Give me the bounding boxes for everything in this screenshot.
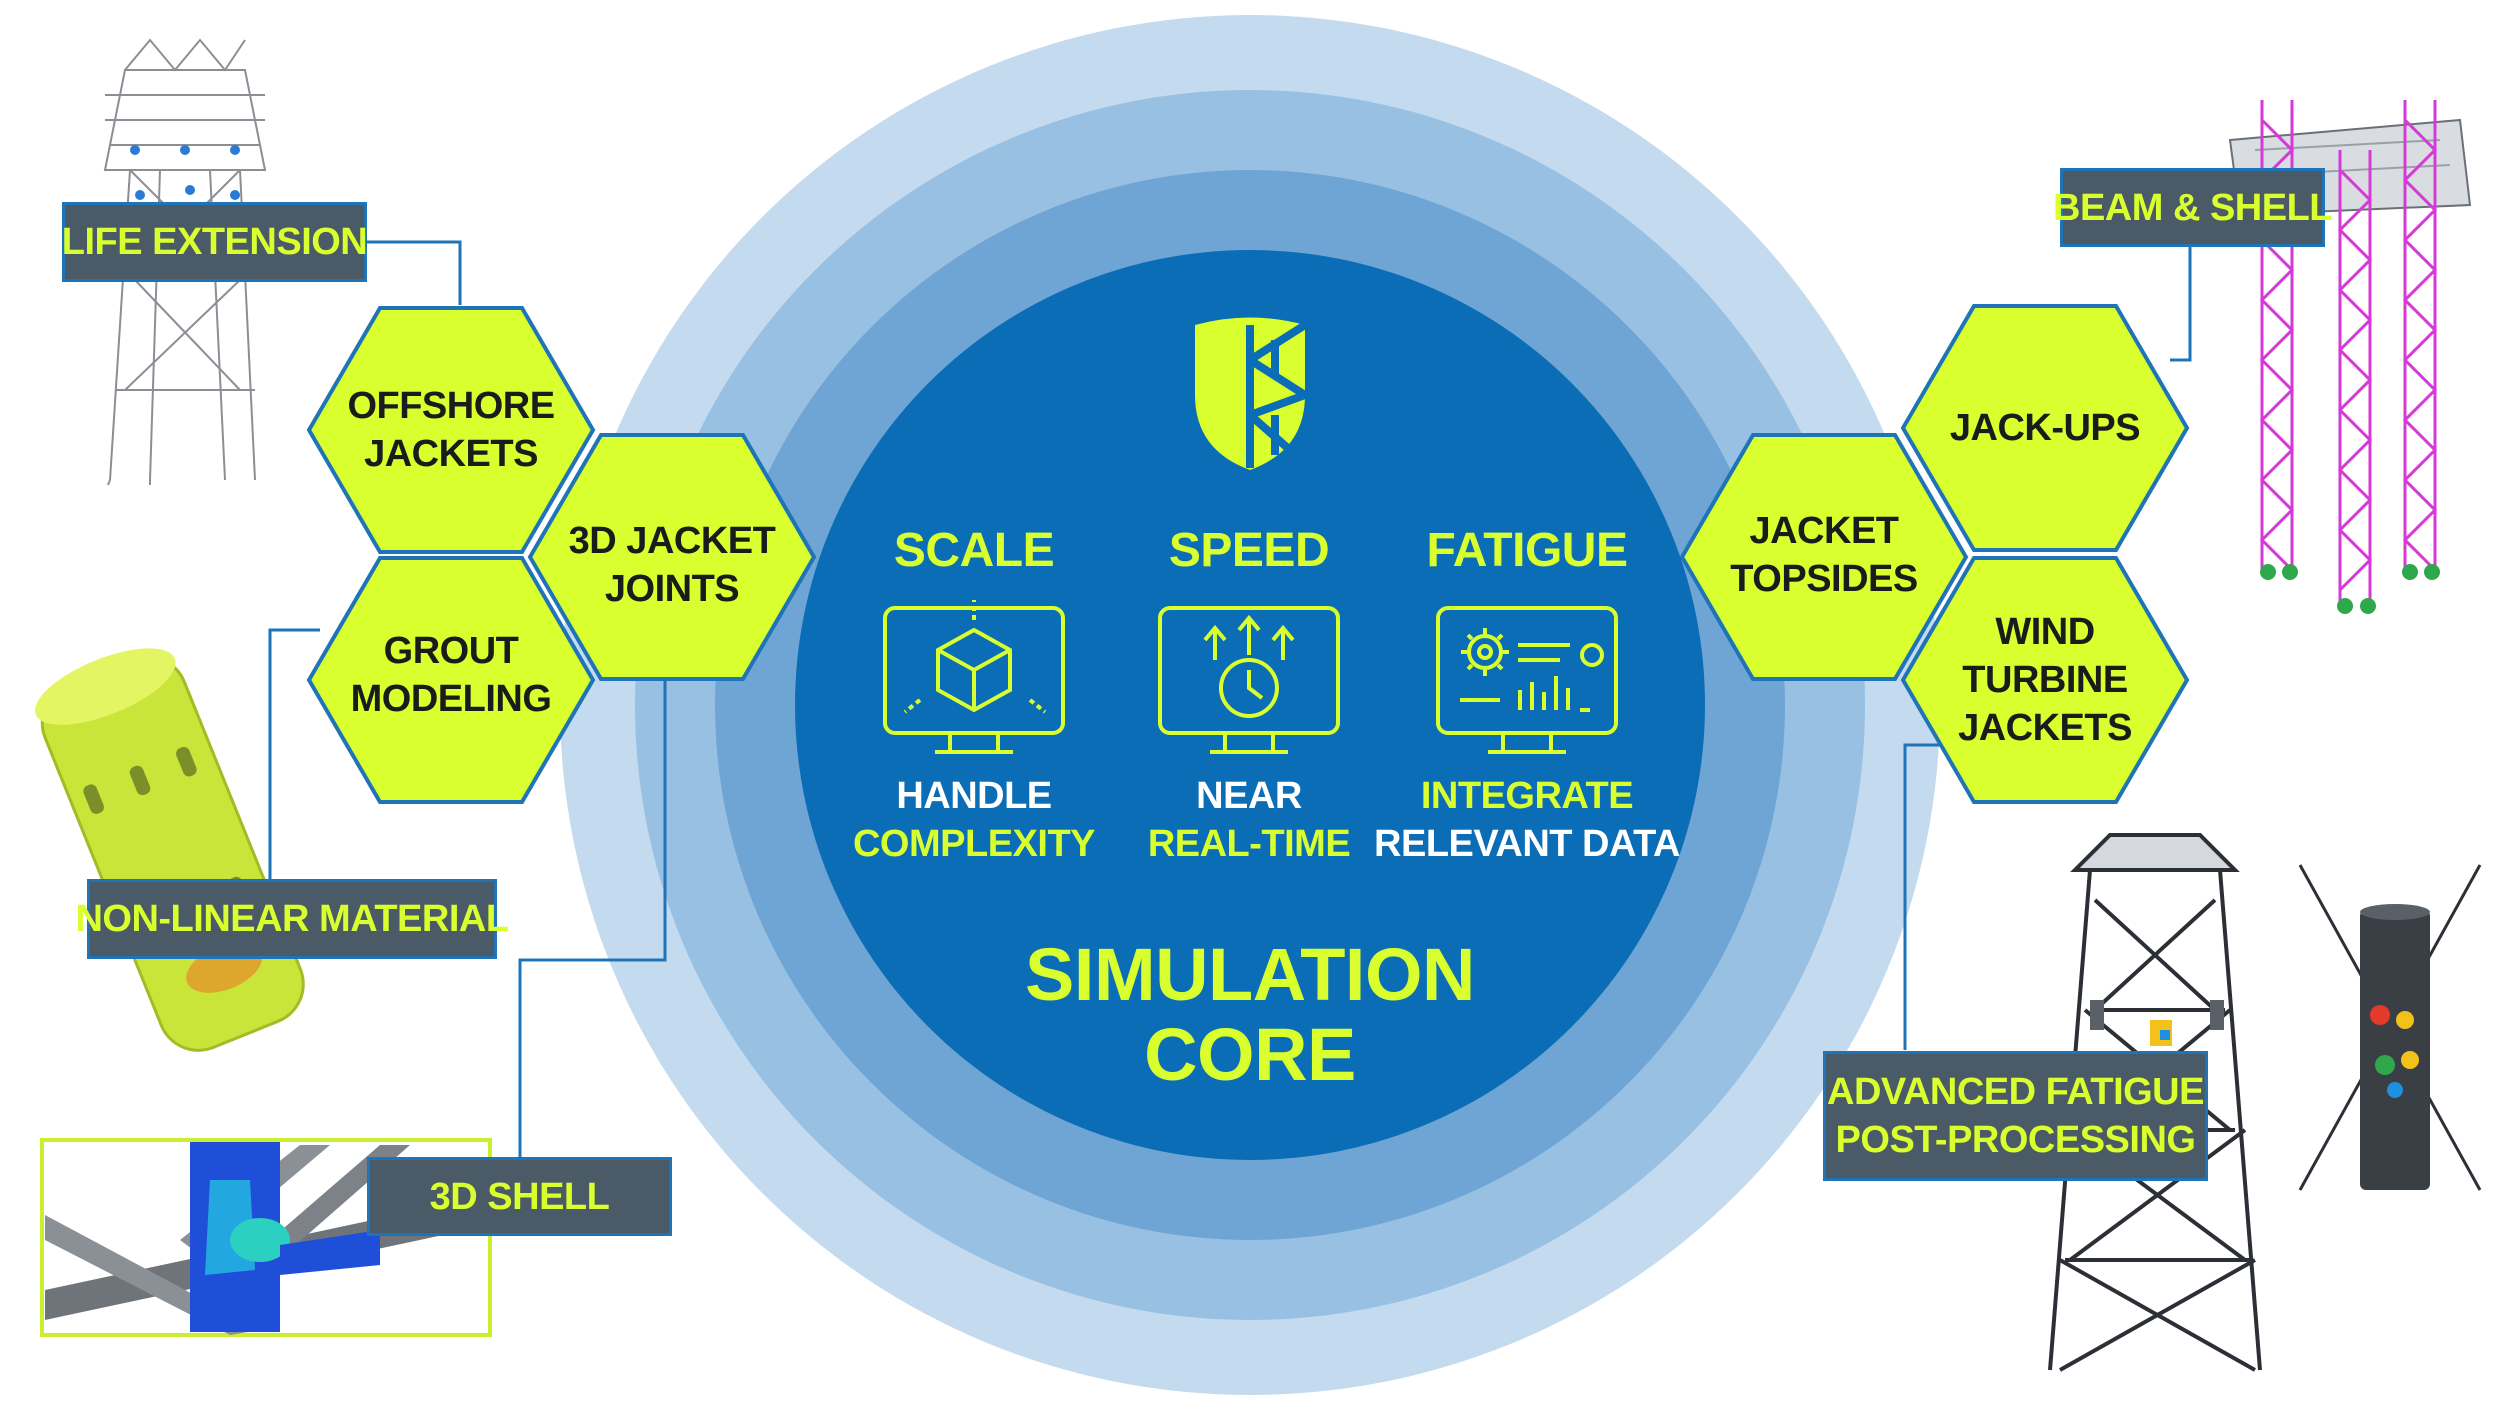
pillar-heading-scale: SCALE: [893, 524, 1055, 577]
connector-3d-shell: [518, 680, 667, 1158]
gear-dashboard-monitor-icon: [1436, 606, 1618, 754]
3d-cube-monitor-icon: [883, 600, 1065, 754]
shield-logo-icon: [1195, 317, 1308, 470]
caption-line: RELEVANT DATA: [1374, 823, 1680, 865]
hex-text-line: JACKET: [1749, 510, 1899, 552]
label-3d-shell: 3D SHELL: [367, 1157, 672, 1236]
clock-monitor-icon: [1158, 606, 1340, 754]
hex-wind-turbine-jackets: [1900, 556, 2190, 804]
label-life-extension: LIFE EXTENSION: [62, 202, 368, 282]
grout-cylinder-fea-image: [35, 648, 305, 1052]
core-title-line: CORE: [1144, 1013, 1356, 1096]
caption-line: INTEGRATE: [1420, 775, 1634, 817]
caption-line: NEAR: [1196, 775, 1302, 817]
label-line: ADVANCED FATIGUE: [1827, 1071, 2204, 1113]
hexagons-group: [306, 304, 2190, 804]
caption-line: HANDLE: [896, 775, 1052, 817]
connector-life-extension: [362, 240, 462, 305]
hex-text-line: WIND: [1995, 611, 2095, 653]
joint-fatigue-detail-image: [2298, 864, 2482, 1191]
hex-offshore-jackets: [306, 306, 596, 554]
hex-text-line: GROUT: [383, 630, 519, 672]
core-rings: [560, 15, 1940, 1395]
hex-text-line: MODELING: [350, 678, 552, 720]
connector-non-linear: [268, 628, 320, 880]
core-circle: [795, 250, 1705, 1160]
hex-grout-modeling-label: GROUT MODELING: [331, 627, 571, 723]
jacket-hotspot: [2150, 1020, 2172, 1046]
connector-advanced-fatigue: [1903, 743, 1945, 1050]
pillar-caption-speed: NEAR REAL-TIME: [1147, 772, 1351, 868]
label-non-linear-material: NON-LINEAR MATERIAL: [75, 879, 509, 959]
hex-text-line: 3D JACKET: [568, 520, 776, 562]
hex-text-line: JOINTS: [604, 568, 740, 610]
label-advanced-fatigue: ADVANCED FATIGUE POST-PROCESSING: [1823, 1051, 2208, 1181]
hex-text-line: JACKETS: [364, 433, 538, 475]
hex-jacket-topsides-label: JACKET TOPSIDES: [1704, 507, 1944, 603]
hex-jack-ups: [1900, 304, 2190, 552]
hex-jack-ups-label: JACK-UPS: [1925, 404, 2165, 452]
label-beam-shell: BEAM & SHELL: [2053, 168, 2333, 247]
pillar-caption-scale: HANDLE COMPLEXITY: [852, 772, 1096, 868]
pillar-caption-fatigue: INTEGRATE RELEVANT DATA: [1374, 772, 1680, 868]
pillar-heading-fatigue: FATIGUE: [1426, 524, 1628, 577]
hex-jacket-joints-label: 3D JACKET JOINTS: [552, 517, 792, 613]
core-title: SIMULATION CORE: [1025, 935, 1475, 1095]
caption-line: REAL-TIME: [1147, 823, 1351, 865]
platform-nodes: [130, 145, 240, 200]
hex-wind-turbine-jackets-label: WIND TURBINE JACKETS: [1925, 608, 2165, 752]
hex-text-line: JACKETS: [1958, 707, 2132, 749]
connector-beam-shell: [2170, 245, 2192, 362]
label-line: POST-PROCESSING: [1835, 1119, 2196, 1161]
hex-jacket-joints: [527, 433, 817, 681]
hex-text-line: TOPSIDES: [1730, 558, 1918, 600]
core-title-line: SIMULATION: [1025, 933, 1475, 1016]
hex-offshore-jackets-label: OFFSHORE JACKETS: [331, 382, 571, 478]
connector-lines: [268, 240, 2192, 1158]
hex-grout-modeling: [306, 556, 596, 804]
hex-text-line: TURBINE: [1962, 659, 2128, 701]
pillar-heading-speed: SPEED: [1168, 524, 1330, 577]
caption-line: COMPLEXITY: [852, 823, 1096, 865]
hex-jacket-topsides: [1679, 433, 1969, 681]
hex-text-line: JACK-UPS: [1949, 407, 2141, 449]
hex-text-line: OFFSHORE: [347, 385, 555, 427]
